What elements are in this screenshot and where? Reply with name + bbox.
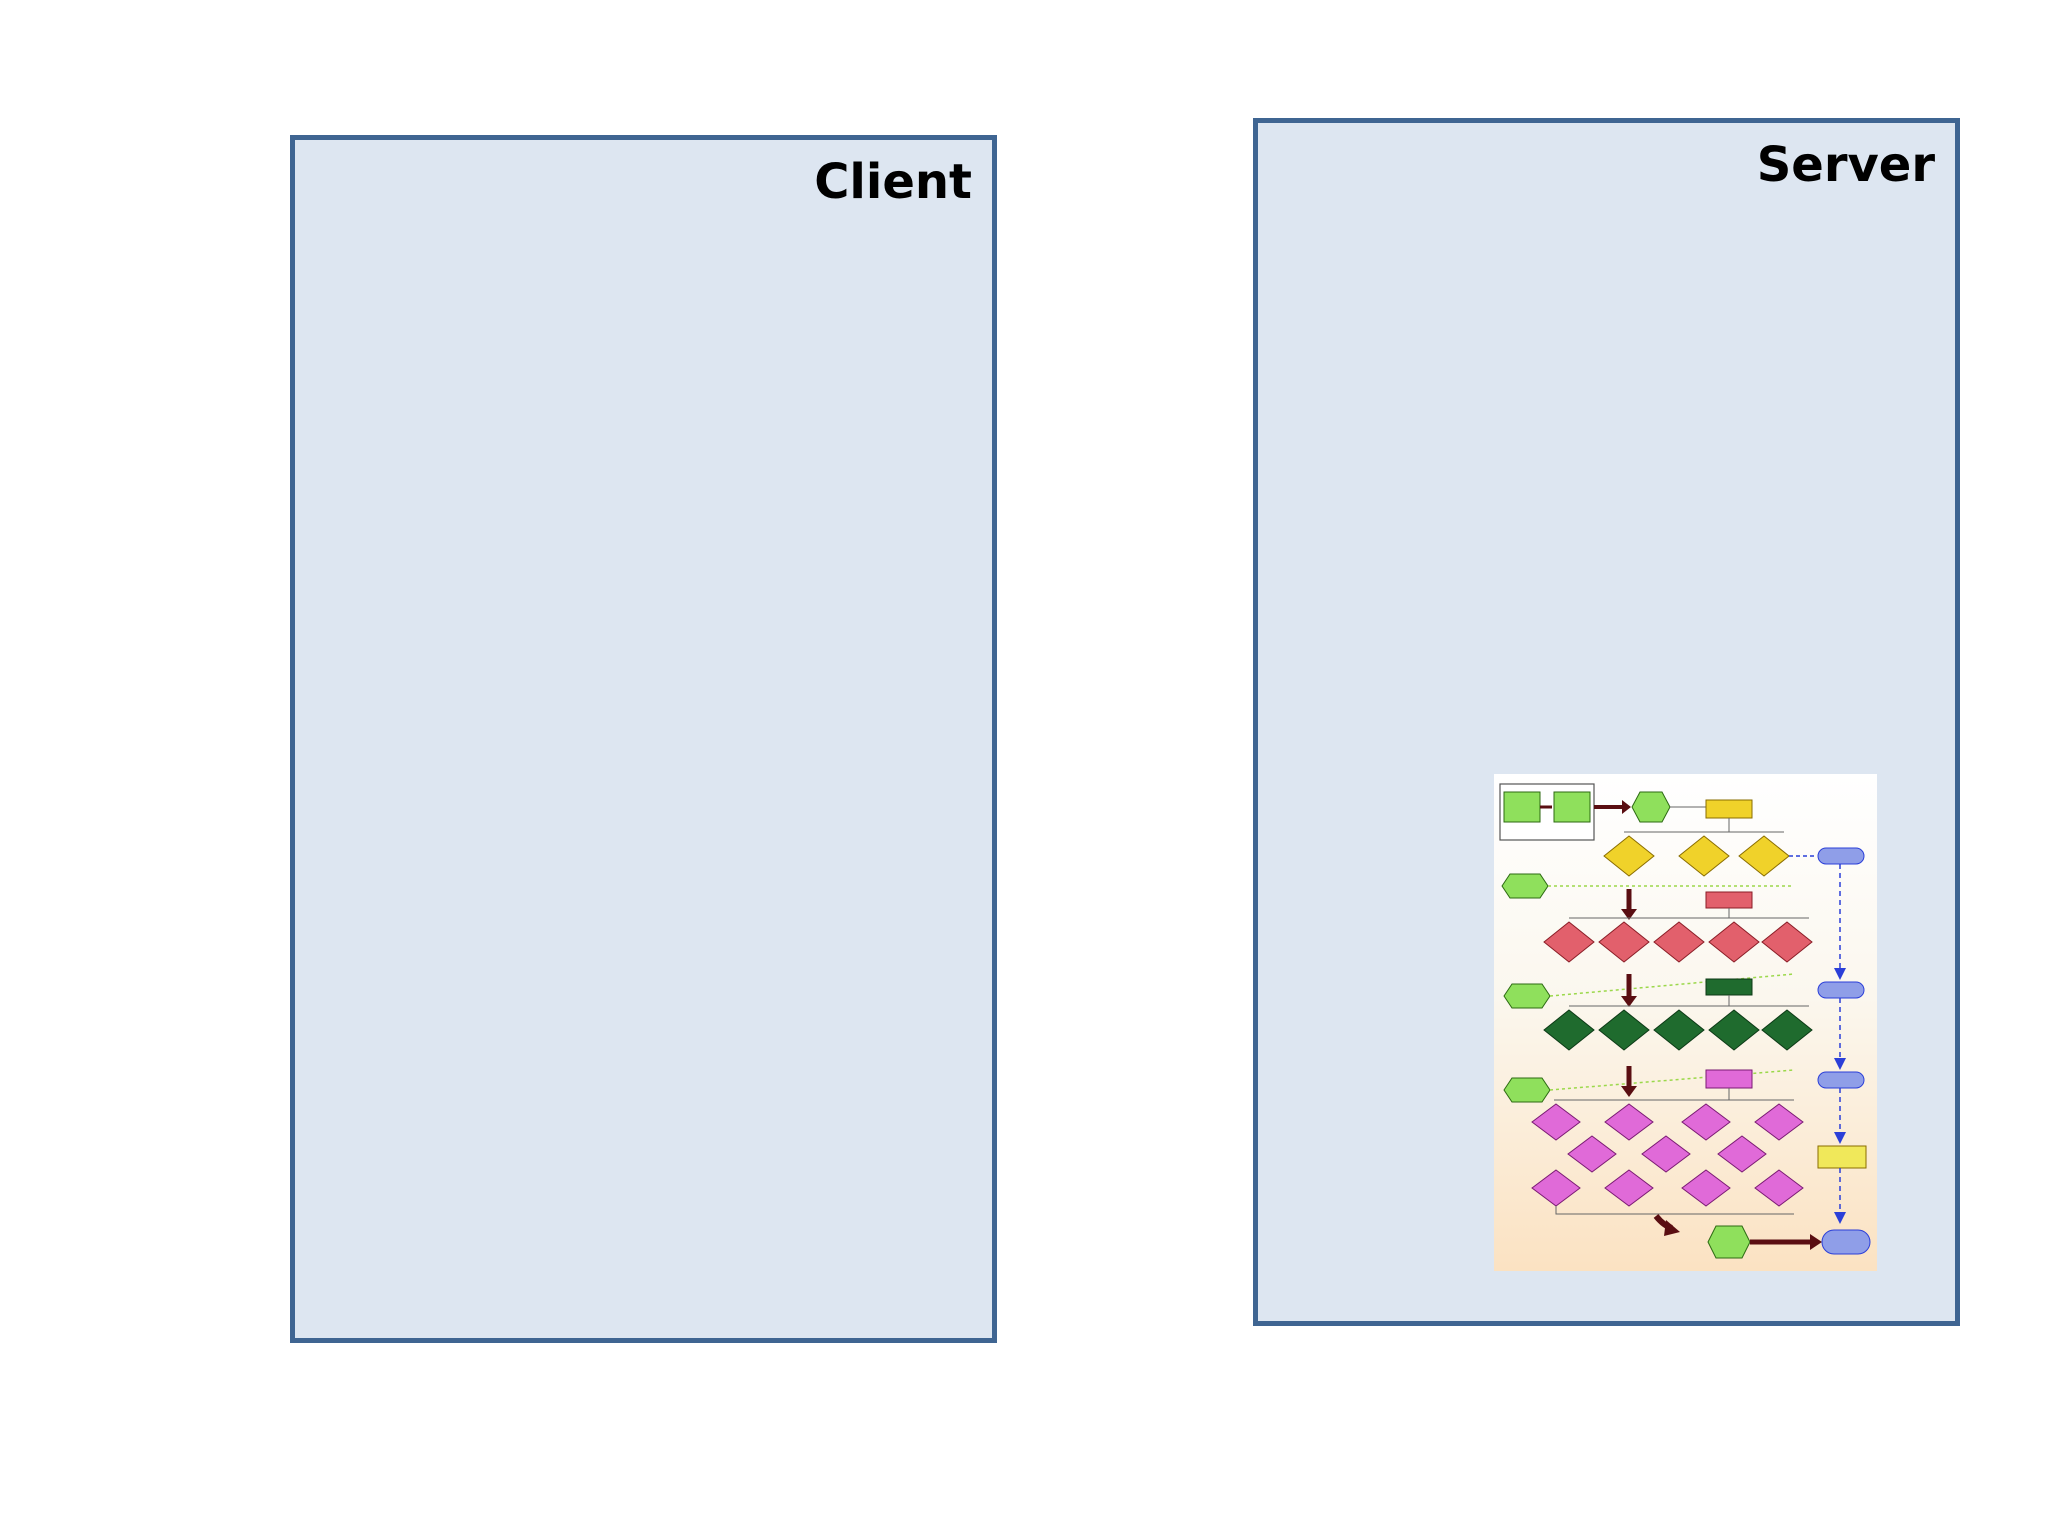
side-hexagon-1: [1501, 873, 1549, 899]
dash-arrowhead-4: [1834, 1212, 1846, 1224]
magenta-diamond-6: [1641, 1135, 1691, 1173]
green-diamond-3: [1653, 1009, 1705, 1051]
magenta-diamond-7: [1717, 1135, 1767, 1173]
magenta-diamond-9: [1604, 1169, 1654, 1207]
yellow-box-top: [1705, 799, 1753, 819]
down-arrow-2-head: [1621, 996, 1637, 1007]
magenta-diamond-5: [1567, 1135, 1617, 1173]
down-arrow-1-head: [1621, 909, 1637, 920]
magenta-branch: [1554, 1088, 1794, 1101]
end-pill: [1821, 1229, 1871, 1255]
red-branch: [1569, 908, 1809, 919]
magenta-diamond-10: [1681, 1169, 1731, 1207]
dark-green-box: [1705, 978, 1753, 996]
magenta-diamond-4: [1754, 1103, 1804, 1141]
red-box: [1705, 891, 1753, 909]
hexagon-top: [1631, 791, 1671, 823]
server-title: Server: [1756, 137, 1935, 193]
magenta-diamond-2: [1604, 1103, 1654, 1141]
hexagon-bottom: [1707, 1225, 1751, 1259]
client-panel: Client: [290, 135, 997, 1343]
yellow-diamond-1: [1603, 835, 1655, 877]
bent-arrow-head: [1664, 1220, 1680, 1236]
magenta-diamond-1: [1531, 1103, 1581, 1141]
start-box-1: [1503, 791, 1541, 823]
red-diamond-1: [1543, 921, 1595, 963]
side-hexagon-2: [1503, 983, 1551, 1009]
green-diamond-1: [1543, 1009, 1595, 1051]
yellow-branch: [1624, 818, 1784, 833]
red-diamond-3: [1653, 921, 1705, 963]
green-branch: [1569, 995, 1809, 1007]
client-title: Client: [814, 154, 972, 210]
yellow-diamond-2: [1678, 835, 1730, 877]
magenta-box: [1705, 1069, 1753, 1089]
red-diamond-5: [1761, 921, 1813, 963]
magenta-diamond-11: [1754, 1169, 1804, 1207]
blue-pill-2: [1817, 981, 1865, 999]
start-box-2: [1553, 791, 1591, 823]
magenta-merge: [1555, 1206, 1794, 1215]
red-diamond-2: [1598, 921, 1650, 963]
yellow-diamond-3: [1738, 835, 1790, 877]
side-hexagon-3: [1503, 1077, 1551, 1103]
down-arrow-3-head: [1621, 1086, 1637, 1097]
blue-pill-3: [1817, 1071, 1865, 1089]
flowchart-image: [1494, 774, 1877, 1271]
flowchart-graphic: [1494, 774, 1877, 1271]
green-diamond-4: [1708, 1009, 1760, 1051]
bottom-arrow-head: [1810, 1234, 1822, 1250]
magenta-diamond-3: [1681, 1103, 1731, 1141]
blue-pill-1: [1817, 847, 1865, 865]
dotted-line-2: [1549, 973, 1795, 997]
yellow-box-right: [1817, 1145, 1867, 1169]
arrowhead-start-2: [1622, 800, 1631, 814]
dash-arrowhead-3: [1834, 1132, 1846, 1144]
red-diamond-4: [1708, 921, 1760, 963]
green-diamond-2: [1598, 1009, 1650, 1051]
dash-arrowhead-2: [1834, 1058, 1846, 1070]
dash-arrowhead-1: [1834, 968, 1846, 980]
green-diamond-5: [1761, 1009, 1813, 1051]
